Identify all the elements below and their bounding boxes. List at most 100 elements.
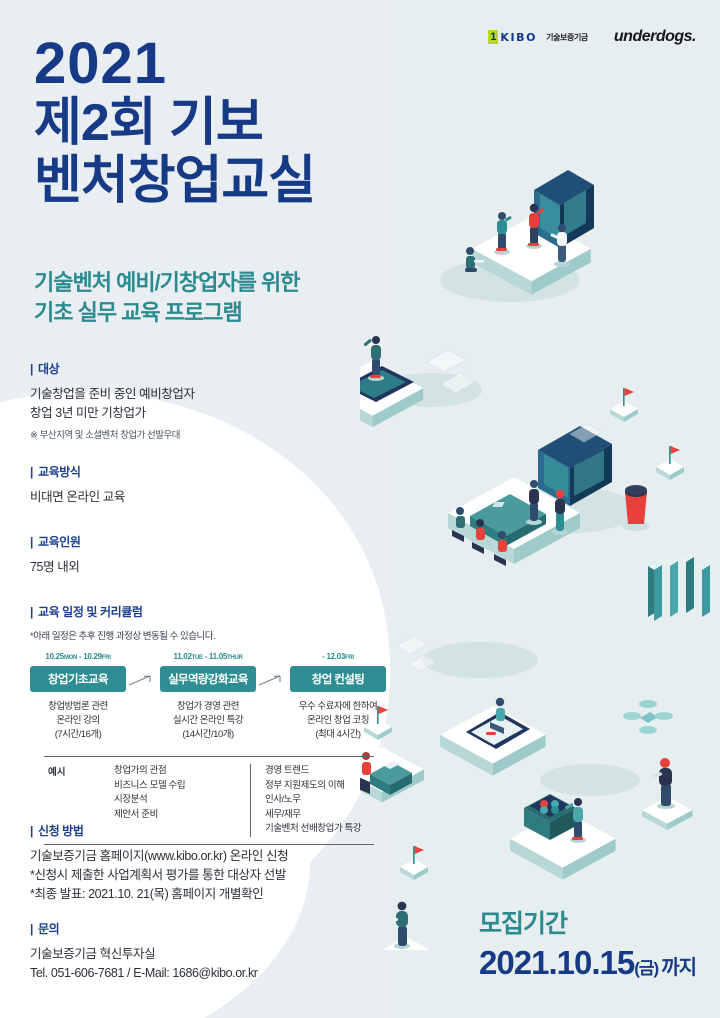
- example-table-label: 예시: [48, 767, 66, 778]
- step-1-date: 10.25MON - 10.29FRI: [30, 652, 126, 661]
- step-3-date-main: - 12.03: [322, 652, 346, 661]
- poster-title: 2021 제2회 기보 벤처창업교실: [34, 31, 316, 211]
- step-2-desc-line-3: (14시간/10개): [182, 729, 234, 740]
- step-3-date: - 12.03FRI: [290, 652, 386, 661]
- section-apply-heading: | 신청 방법: [30, 822, 390, 839]
- example-c2-item-3: 인사/노무: [265, 794, 301, 805]
- step-1-desc-line-2: 온라인 강의: [56, 715, 100, 726]
- curriculum-note: *아래 일정은 추후 진행 과정상 변동될 수 있습니다.: [30, 631, 216, 642]
- kibo-logo-letters: KIBO: [500, 30, 538, 44]
- deadline-suffix: 까지: [661, 957, 697, 979]
- section-curriculum: | 교육 일정 및 커리큘럼 *아래 일정은 추후 진행 과정상 변동될 수 있습…: [30, 603, 390, 845]
- step-2-date-mid: - 11.05: [202, 652, 228, 661]
- heading-bar-icon: |: [30, 605, 33, 619]
- kibo-logo-square: 1: [488, 30, 499, 44]
- isometric-illustration: [360, 160, 720, 950]
- step-2-date-main: 11.02: [173, 652, 192, 661]
- heading-bar-icon: |: [30, 824, 33, 838]
- step-3-desc-line-3: (최대 4시간): [315, 729, 361, 740]
- step-1-desc-line-3: (7시간/16개): [54, 729, 102, 740]
- section-contact-heading: | 문의: [30, 920, 390, 937]
- deadline-date: 2021.10.15: [479, 944, 635, 981]
- section-contact: | 문의 기술보증기금 혁신투자실 Tel. 051-606-7681 / E-M…: [30, 920, 390, 983]
- deadline-date-row: 2021.10.15(금)까지: [479, 942, 697, 990]
- title-line-3: 벤처창업교실: [34, 152, 316, 210]
- step-2-date-sup1: TUE: [191, 655, 203, 661]
- apply-line-1: 기술보증기금 홈페이지(www.kibo.or.kr) 온라인 신청: [30, 849, 289, 863]
- section-target-body: 기술창업을 준비 중인 예비창업자 창업 3년 미만 기창업가: [30, 385, 390, 423]
- section-capacity-body: 75명 내외: [30, 560, 80, 574]
- section-capacity-heading: | 교육인원: [30, 533, 390, 550]
- step-1-description: 창업방법론 관련 온라인 강의 (7시간/16개): [30, 700, 126, 742]
- subtitle-line-1: 기술벤처 예비/기창업자를 위한: [34, 270, 300, 295]
- title-line-2: 제2회 기보: [34, 94, 264, 152]
- example-table-column-2: 경영 트렌드 정부 지원제도의 이해 인사/노무 세무/재무 기술벤처 선배창업…: [251, 764, 362, 837]
- curriculum-flow: 10.25MON - 10.29FRI 창업기초교육 창업방법론 관련 온라인 …: [30, 652, 390, 742]
- section-method-body: 비대면 온라인 교육: [30, 490, 125, 504]
- curriculum-step-2: 11.02TUE - 11.05THUR 실무역량강화교육 창업가 경영 관련 …: [160, 652, 256, 742]
- title-year: 2021: [34, 31, 168, 96]
- example-table: 예시 창업가의 관점 비즈니스 모델 수립 시장분석 제안서 준비 경영 트렌드…: [44, 756, 374, 845]
- section-apply-heading-text: 신청 방법: [37, 824, 84, 838]
- step-3-description: 우수 수료자에 한하여 온라인 창업 코칭 (최대 4시간): [290, 700, 386, 742]
- step-3-desc-line-2: 온라인 창업 코칭: [307, 715, 369, 726]
- poster-subtitle: 기술벤처 예비/기창업자를 위한 기초 실무 교육 프로그램: [34, 268, 300, 328]
- kibo-logo-mark: 1 KIBO: [488, 30, 537, 44]
- section-method-heading-text: 교육방식: [37, 465, 81, 479]
- example-c2-item-1: 경영 트렌드: [265, 765, 309, 776]
- step-1-date-mid: - 10.29: [77, 652, 102, 661]
- heading-bar-icon: |: [30, 362, 33, 376]
- step-3-date-sup2: FRI: [345, 655, 354, 661]
- section-curriculum-heading-text: 교육 일정 및 커리큘럼: [37, 605, 143, 619]
- section-target: | 대상 기술창업을 준비 중인 예비창업자 창업 3년 미만 기창업가 ※ 부산…: [30, 360, 390, 441]
- section-capacity: | 교육인원 75명 내외: [30, 533, 390, 577]
- example-c1-item-3: 시장분석: [114, 794, 148, 805]
- apply-line-2: *신청시 제출한 사업계획서 평가를 통한 대상자 선발: [30, 868, 287, 882]
- step-2-desc-line-1: 창업가 경영 관련: [177, 701, 239, 712]
- heading-bar-icon: |: [30, 922, 33, 936]
- step-1-desc-line-1: 창업방법론 관련: [48, 701, 108, 712]
- deadline-label: 모집기간: [479, 910, 568, 938]
- example-c1-item-4: 제안서 준비: [114, 808, 158, 820]
- example-c1-item-2: 비즈니스 모델 수립: [114, 779, 186, 791]
- step-2-date-sup2: THUR: [227, 655, 243, 661]
- section-contact-heading-text: 문의: [37, 922, 60, 936]
- target-line-1: 기술창업을 준비 중인 예비창업자: [30, 387, 195, 401]
- example-c2-item-4: 세무/재무: [265, 808, 301, 820]
- curriculum-step-3: - 12.03FRI 창업 컨설팅 우수 수료자에 한하여 온라인 창업 코칭 …: [290, 652, 386, 742]
- example-c1-item-1: 창업가의 관점: [114, 765, 167, 776]
- section-target-heading-text: 대상: [37, 362, 60, 376]
- section-target-heading: | 대상: [30, 360, 390, 377]
- step-3-chip[interactable]: 창업 컨설팅: [290, 666, 386, 692]
- step-2-date: 11.02TUE - 11.05THUR: [160, 652, 256, 661]
- step-2-chip[interactable]: 실무역량강화교육: [160, 666, 256, 692]
- step-1-date-sup2: FRI: [101, 655, 111, 661]
- flow-arrow-2-icon: [256, 652, 290, 688]
- contact-line-1: 기술보증기금 혁신투자실: [30, 947, 156, 961]
- heading-bar-icon: |: [30, 535, 33, 549]
- step-2-description: 창업가 경영 관련 실시간 온라인 특강 (14시간/10개): [160, 700, 256, 742]
- info-column: | 대상 기술창업을 준비 중인 예비창업자 창업 3년 미만 기창업가 ※ 부산…: [30, 360, 390, 862]
- deadline-day: (금): [634, 959, 659, 978]
- section-apply: | 신청 방법 기술보증기금 홈페이지(www.kibo.or.kr) 온라인 신…: [30, 822, 390, 904]
- subtitle-line-2: 기초 실무 교육 프로그램: [34, 300, 243, 325]
- curriculum-step-1: 10.25MON - 10.29FRI 창업기초교육 창업방법론 관련 온라인 …: [30, 652, 126, 742]
- step-2-desc-line-2: 실시간 온라인 특강: [172, 715, 244, 726]
- target-line-2: 창업 3년 미만 기창업가: [30, 406, 146, 420]
- underdogs-logo: underdogs.: [613, 28, 697, 45]
- kibo-logo: 1 KIBO 기술보증기금: [488, 30, 588, 44]
- logo-row: 1 KIBO 기술보증기금 underdogs.: [488, 28, 697, 46]
- kibo-logo-korean: 기술보증기금: [546, 32, 588, 42]
- target-note: ※ 부산지역 및 소셜벤처 창업가 선발우대: [30, 430, 181, 441]
- heading-bar-icon: |: [30, 465, 33, 479]
- section-capacity-heading-text: 교육인원: [37, 535, 81, 549]
- step-1-chip[interactable]: 창업기초교육: [30, 666, 126, 692]
- contact-line-2: Tel. 051-606-7681 / E-Mail: 1686@kibo.or…: [30, 966, 258, 980]
- apply-line-3: *최종 발표: 2021.10. 21(목) 홈페이지 개별확인: [30, 887, 264, 901]
- section-method-heading: | 교육방식: [30, 463, 390, 480]
- step-1-date-main: 10.25: [45, 652, 64, 661]
- step-3-desc-line-1: 우수 수료자에 한하여: [298, 701, 378, 712]
- example-c2-item-2: 정부 지원제도의 이해: [265, 779, 345, 791]
- deadline-block: 모집기간 2021.10.15(금)까지: [479, 909, 697, 990]
